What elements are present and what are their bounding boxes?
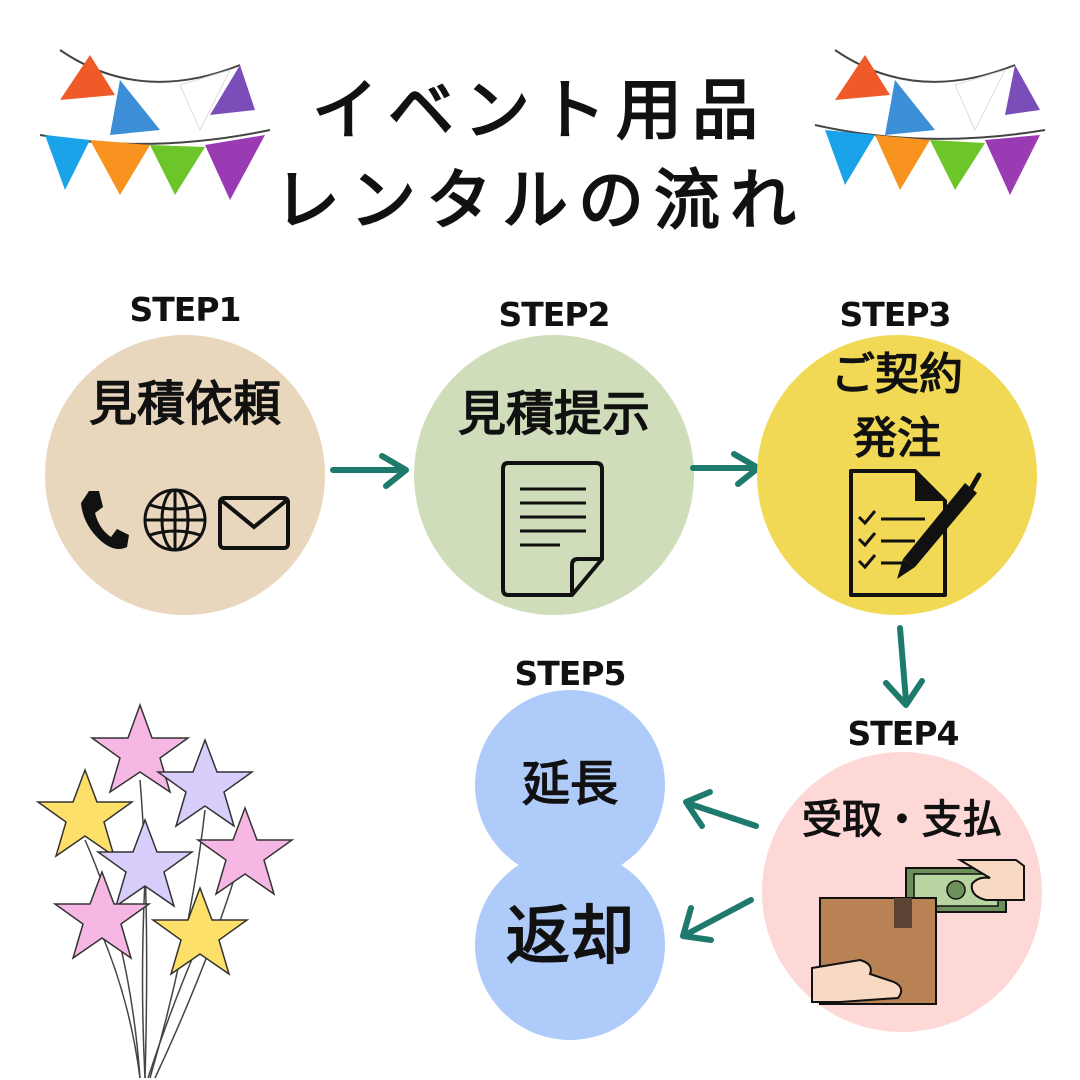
phone-icon <box>81 491 129 549</box>
step4-text: 受取・支払 <box>802 797 1002 843</box>
page-title-line1: イベント用品 <box>312 72 768 149</box>
step2-label: STEP2 <box>498 295 611 334</box>
step5-text-return: 返却 <box>506 900 634 974</box>
step3-text-line2: 発注 <box>853 413 941 464</box>
step1-label: STEP1 <box>129 290 242 329</box>
contract-pen-icon <box>849 469 982 597</box>
step1-text: 見積依頼 <box>88 376 281 432</box>
step5-circle-extension <box>475 690 665 880</box>
step2-text: 見積提示 <box>457 386 650 442</box>
mail-icon <box>218 496 290 550</box>
page-title-line2: レンタルの流れ <box>274 162 806 239</box>
step5-circle-return <box>475 850 665 1040</box>
step3-text-line1: ご契約 <box>831 349 963 400</box>
globe-icon <box>143 488 207 552</box>
step5-text-extension: 延長 <box>521 756 618 812</box>
star-balloons-decoration <box>35 702 295 1079</box>
arrow-step1-to-step2 <box>330 453 409 489</box>
step2-circle: 見積提示 <box>414 335 694 615</box>
step4-circle: 受取・支払 <box>762 752 1042 1032</box>
step3-label: STEP3 <box>839 295 952 334</box>
document-icon <box>501 461 604 597</box>
step4-label: STEP4 <box>847 714 960 753</box>
arrow-step4-to-extension <box>683 789 759 829</box>
bunting-left-decoration <box>39 49 271 200</box>
step5-label: STEP5 <box>514 654 627 693</box>
package-money-icon <box>811 859 1025 1005</box>
arrow-step3-to-step4 <box>883 625 925 708</box>
step1-circle: 見積依頼 <box>45 335 325 615</box>
bunting-right-decoration <box>814 49 1046 195</box>
arrow-step4-to-return <box>680 897 754 943</box>
step3-circle: ご契約 発注 <box>757 335 1037 615</box>
